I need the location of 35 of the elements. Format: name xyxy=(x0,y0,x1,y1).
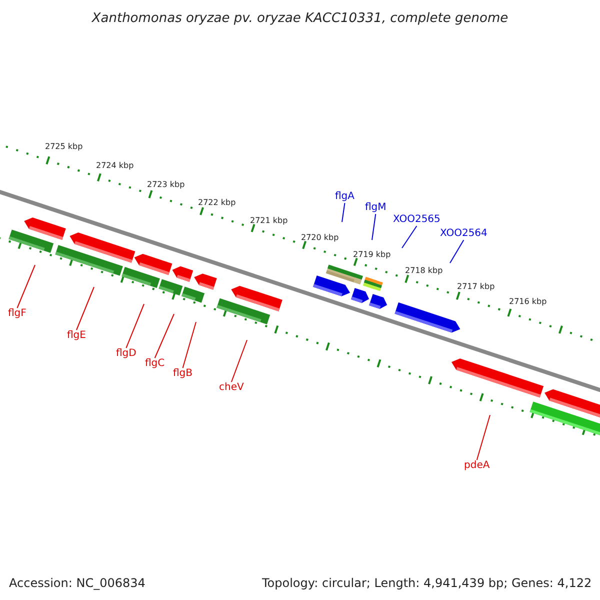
gene-label: flgF xyxy=(8,309,26,319)
accession-text: Accession: NC_006834 xyxy=(9,577,146,589)
diagram-title: Xanthomonas oryzae pv. oryzae KACC10331, complete genome xyxy=(90,12,510,25)
genome-info-text: Topology: circular; Length: 4,941,439 bp; Genes: 4,122 xyxy=(262,577,592,589)
gene-label: flgA xyxy=(335,192,354,202)
scale-label: 2723 kbp xyxy=(147,181,185,189)
scale-label: 2717 kbp xyxy=(457,283,495,291)
scale-label: 2719 kbp xyxy=(353,251,391,259)
gene-label: XOO2565 xyxy=(393,215,440,225)
scale-label: 2721 kbp xyxy=(250,217,288,225)
gene-label: flgM xyxy=(365,203,386,213)
scale-label: 2722 kbp xyxy=(198,199,236,207)
scale-label: 2720 kbp xyxy=(301,234,339,242)
gene-label: cheV xyxy=(219,383,244,393)
scale-label: 2725 kbp xyxy=(45,143,83,151)
leader-line xyxy=(182,322,196,368)
leader-line xyxy=(16,264,36,308)
gene-label: flgD xyxy=(116,349,136,359)
leader-line xyxy=(476,414,490,460)
leader-line xyxy=(126,304,144,348)
leader-line xyxy=(342,202,346,222)
leader-line xyxy=(230,340,248,382)
leader-line xyxy=(450,240,464,264)
gene-label: flgE xyxy=(67,331,86,341)
leader-line xyxy=(402,226,418,248)
scale-label: 2716 kbp xyxy=(509,298,547,306)
scale-label: 2724 kbp xyxy=(96,162,134,170)
gene-label: flgB xyxy=(173,369,193,379)
scale-label: 2718 kbp xyxy=(405,267,443,275)
gene-label: pdeA xyxy=(464,461,490,471)
gene-label: flgC xyxy=(145,359,165,369)
leader-line xyxy=(76,286,94,330)
leader-line xyxy=(154,314,174,358)
leader-line xyxy=(372,214,376,240)
gene-label: XOO2564 xyxy=(440,229,488,239)
